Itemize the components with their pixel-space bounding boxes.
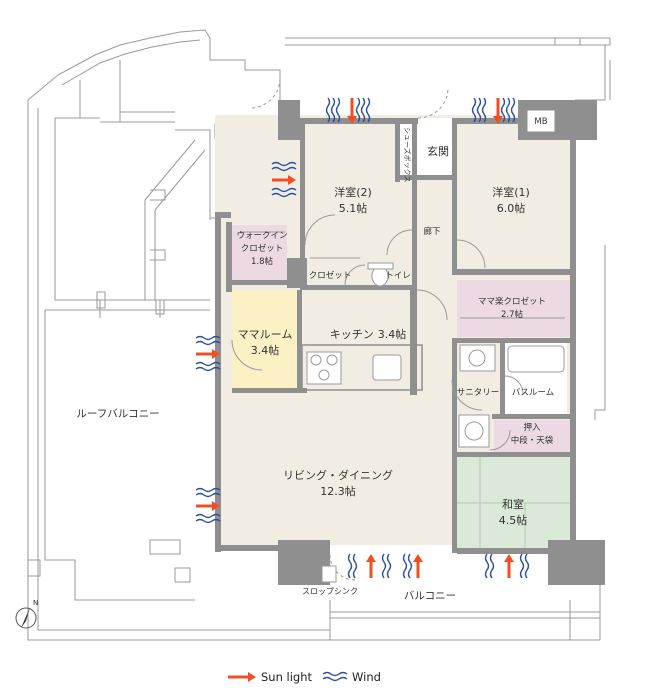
walk-in-closet-size: 1.8帖	[251, 256, 274, 267]
sun-light-legend-label: Sun light	[261, 670, 313, 684]
wind-icon	[484, 553, 495, 579]
balcony-label: バルコニー	[404, 590, 456, 602]
room-labels: 洋室(2) 5.1帖 洋室(1) 6.0帖 ウォークイン クロゼット 1.8帖 …	[236, 127, 554, 527]
sun-light-arrows	[196, 98, 514, 578]
mama-room-size: 3.4帖	[251, 344, 280, 357]
sanitary-name: サニタリー	[457, 388, 500, 398]
wind-icon	[271, 161, 297, 172]
storage-name-2: 中段・天袋	[511, 435, 554, 446]
north-arrow-icon: N	[15, 599, 38, 629]
living-name: リビング・ダイニング	[283, 468, 393, 482]
shoe-box-name: シューズボックス	[403, 127, 412, 182]
sun-arrow-icon	[196, 349, 220, 359]
mama-room-area	[232, 290, 297, 388]
bedroom1-size: 6.0帖	[497, 202, 526, 215]
slop-sink-icon	[321, 565, 337, 583]
sun-arrow-icon	[366, 554, 376, 578]
wind-icon	[195, 513, 221, 524]
mama-closet-area	[457, 280, 570, 337]
stove-icon	[306, 351, 342, 385]
wind-icon	[402, 553, 413, 579]
closet-name: クロゼット	[309, 270, 352, 281]
bathroom-name: バスルーム	[512, 388, 554, 398]
wind-icon	[347, 553, 358, 579]
bedroom2-size: 5.1帖	[339, 202, 368, 215]
walk-in-closet-area	[232, 225, 287, 280]
slop-sink-label: スロップシンク	[302, 587, 358, 596]
mb-label: MB	[534, 117, 547, 127]
bedroom1-name: 洋室(1)	[492, 185, 530, 199]
washitsu-size: 4.5帖	[499, 514, 528, 527]
wind-icon	[195, 487, 221, 498]
entrance-name: 玄関	[427, 144, 449, 158]
storage-name-1: 押入	[523, 422, 541, 433]
mama-room-name: ママルーム	[238, 328, 293, 341]
wind-icon	[325, 97, 341, 123]
walls	[215, 100, 605, 585]
walk-in-closet-name-2: クロゼット	[241, 243, 284, 254]
sink-icon	[372, 354, 402, 381]
kitchen-name: キッチン	[330, 328, 374, 341]
washitsu-name: 和室	[502, 497, 524, 511]
mb-box	[526, 109, 556, 133]
roof-balcony-label: ルーフバルコニー	[76, 408, 159, 420]
wind-marks	[195, 97, 530, 579]
mama-closet-name: ママ楽クロゼット	[478, 296, 546, 307]
hallway-name: 廊下	[423, 226, 441, 237]
sun-arrow-icon	[347, 98, 357, 124]
sun-arrow-icon	[504, 554, 514, 578]
roof-balcony-outline	[27, 29, 611, 641]
wind-icon	[471, 97, 487, 123]
wind-icon	[195, 335, 221, 346]
wind-icon	[195, 361, 221, 372]
washer-icon	[458, 414, 490, 448]
wind-legend-icon	[322, 671, 348, 682]
wind-icon	[381, 553, 392, 579]
sun-light-legend-icon	[228, 672, 256, 682]
sun-arrow-icon	[196, 501, 220, 511]
toilet-name: トイレ	[385, 271, 411, 281]
bathtub-icon	[507, 345, 565, 373]
kitchen-size: 3.4帖	[378, 328, 407, 341]
storage-area	[494, 420, 570, 452]
sun-arrow-icon	[493, 98, 503, 124]
wind-legend-label: Wind	[352, 670, 381, 684]
living-size: 12.3帖	[320, 485, 356, 498]
floor-fills	[215, 115, 575, 550]
wind-icon	[355, 97, 371, 123]
bedroom2-name: 洋室(2)	[334, 185, 372, 199]
sun-arrow-icon	[413, 554, 423, 578]
north-label: N	[33, 599, 38, 607]
washbasin-icon	[459, 344, 496, 372]
entrance-area	[395, 118, 452, 180]
mama-closet-size: 2.7帖	[501, 309, 524, 320]
wind-icon	[519, 553, 530, 579]
wind-icon	[500, 97, 516, 123]
walk-in-closet-name-1: ウォークイン	[236, 231, 287, 241]
wind-icon	[271, 187, 297, 198]
fixtures	[231, 77, 570, 583]
legend: Sun light Wind	[228, 670, 381, 684]
sun-arrow-icon	[272, 175, 296, 185]
